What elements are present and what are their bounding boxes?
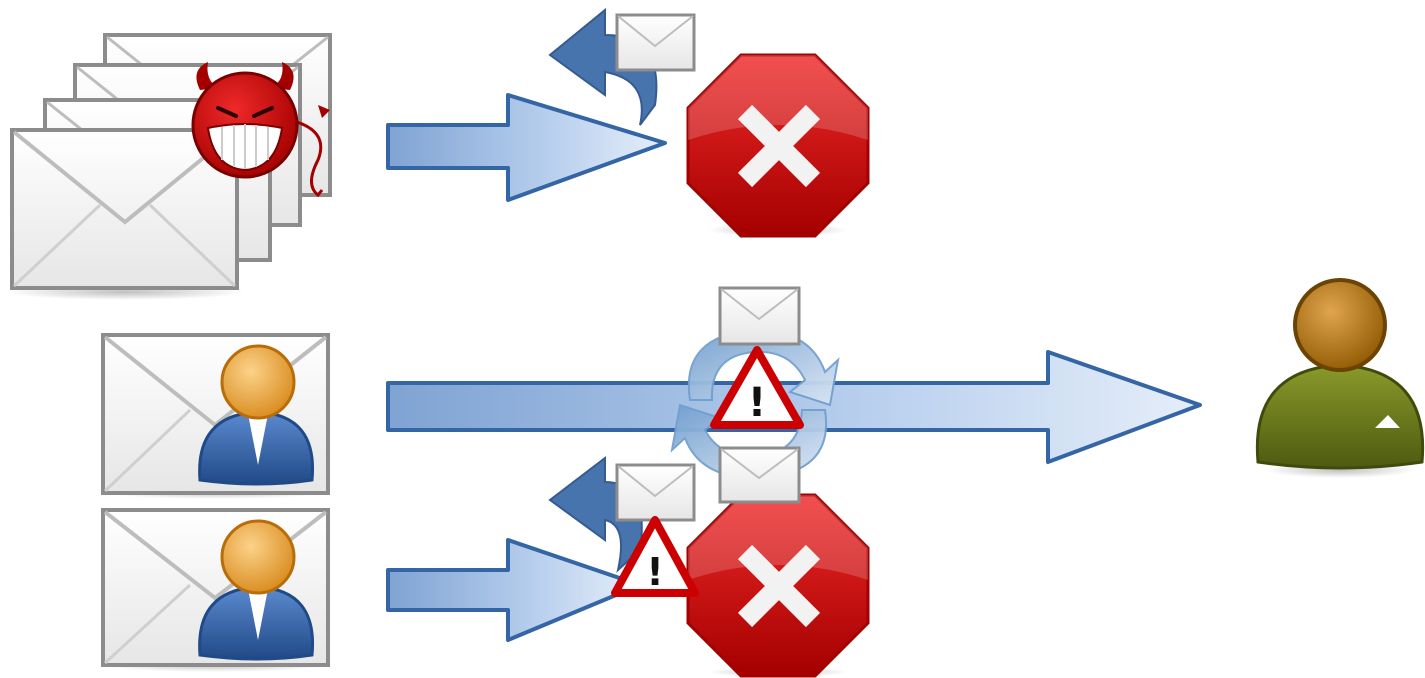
warning-icon: !: [710, 346, 804, 429]
return-arrow-icon: [548, 7, 658, 126]
envelope-icon: [718, 446, 801, 504]
warning-icon: !: [611, 516, 699, 597]
devil-icon: [191, 62, 330, 198]
person-icon: [198, 344, 315, 486]
recipient-person-icon: [1255, 278, 1425, 478]
envelope-icon: [615, 13, 696, 72]
envelope-icon: [5, 128, 245, 300]
envelope-icon: [718, 286, 801, 346]
person-icon: [198, 519, 315, 661]
warning-mark: !: [748, 380, 766, 426]
envelope-icon: [615, 463, 696, 522]
reject-flow-arrow: [386, 93, 667, 202]
reject-flow-arrow: [386, 538, 642, 642]
stop-sign-icon: [686, 53, 870, 238]
stop-sign-icon: [686, 493, 870, 678]
warning-mark: !: [646, 550, 663, 594]
spam-envelope-stack: [5, 33, 332, 300]
